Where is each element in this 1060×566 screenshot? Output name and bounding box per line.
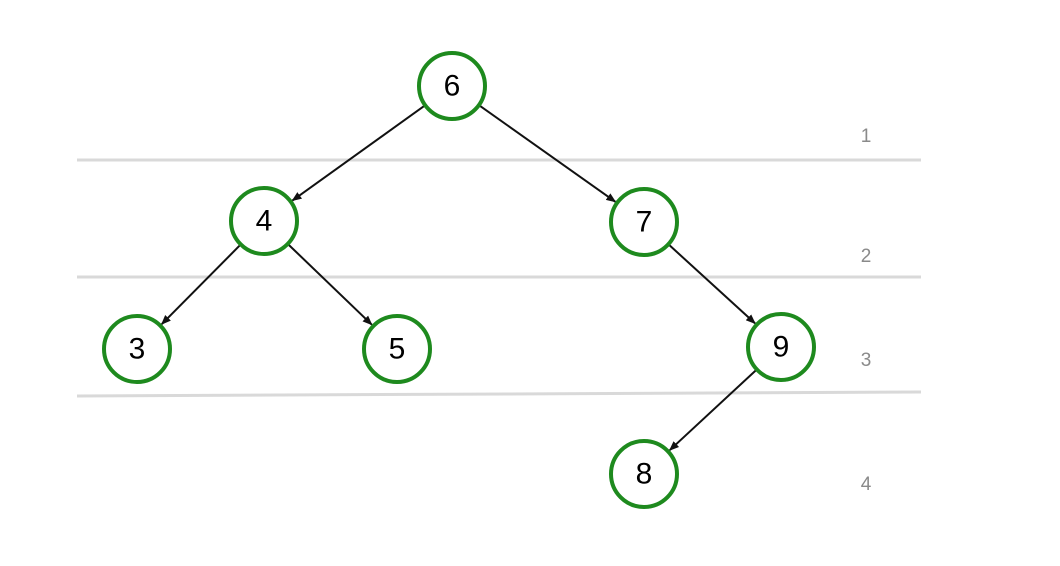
- level-separators: [76, 158, 922, 398]
- tree-node-8: 8: [609, 439, 679, 509]
- tree-node-9: 9: [746, 312, 816, 382]
- node-8-label: 8: [636, 458, 653, 491]
- edge-4-to-3: [160, 244, 241, 325]
- node-8-circle: [609, 439, 679, 509]
- node-7-circle: [609, 187, 679, 257]
- node-5-circle: [362, 314, 432, 384]
- edge-6-to-7: [479, 104, 617, 203]
- node-7-label: 7: [636, 206, 653, 239]
- node-9-label: 9: [773, 331, 790, 364]
- node-3-circle: [102, 314, 172, 384]
- level-label-2: 2: [861, 246, 872, 267]
- level-separator-3: [76, 390, 922, 398]
- node-6-label: 6: [444, 70, 461, 103]
- edge-7-to-9: [668, 244, 756, 325]
- tree-nodes: 6 4 7 3 5 9 8: [102, 51, 816, 509]
- node-3-label: 3: [129, 333, 146, 366]
- edge-9-to-8: [668, 369, 757, 451]
- level-label-3: 3: [861, 350, 872, 371]
- level-label-1: 1: [861, 126, 872, 147]
- edge-4-to-5: [287, 243, 373, 326]
- level-label-4: 4: [861, 474, 872, 495]
- node-5-label: 5: [389, 333, 406, 366]
- tree-node-6: 6: [417, 51, 487, 121]
- level-labels: 1 2 3 4: [861, 126, 872, 495]
- node-6-circle: [417, 51, 487, 121]
- tree-node-3: 3: [102, 314, 172, 384]
- tree-node-7: 7: [609, 187, 679, 257]
- node-9-circle: [746, 312, 816, 382]
- node-4-circle: [229, 186, 299, 256]
- edge-6-to-4: [291, 104, 425, 202]
- tree-node-5: 5: [362, 314, 432, 384]
- node-4-label: 4: [256, 205, 273, 238]
- tree-node-4: 4: [229, 186, 299, 256]
- tree-edges: [160, 104, 757, 451]
